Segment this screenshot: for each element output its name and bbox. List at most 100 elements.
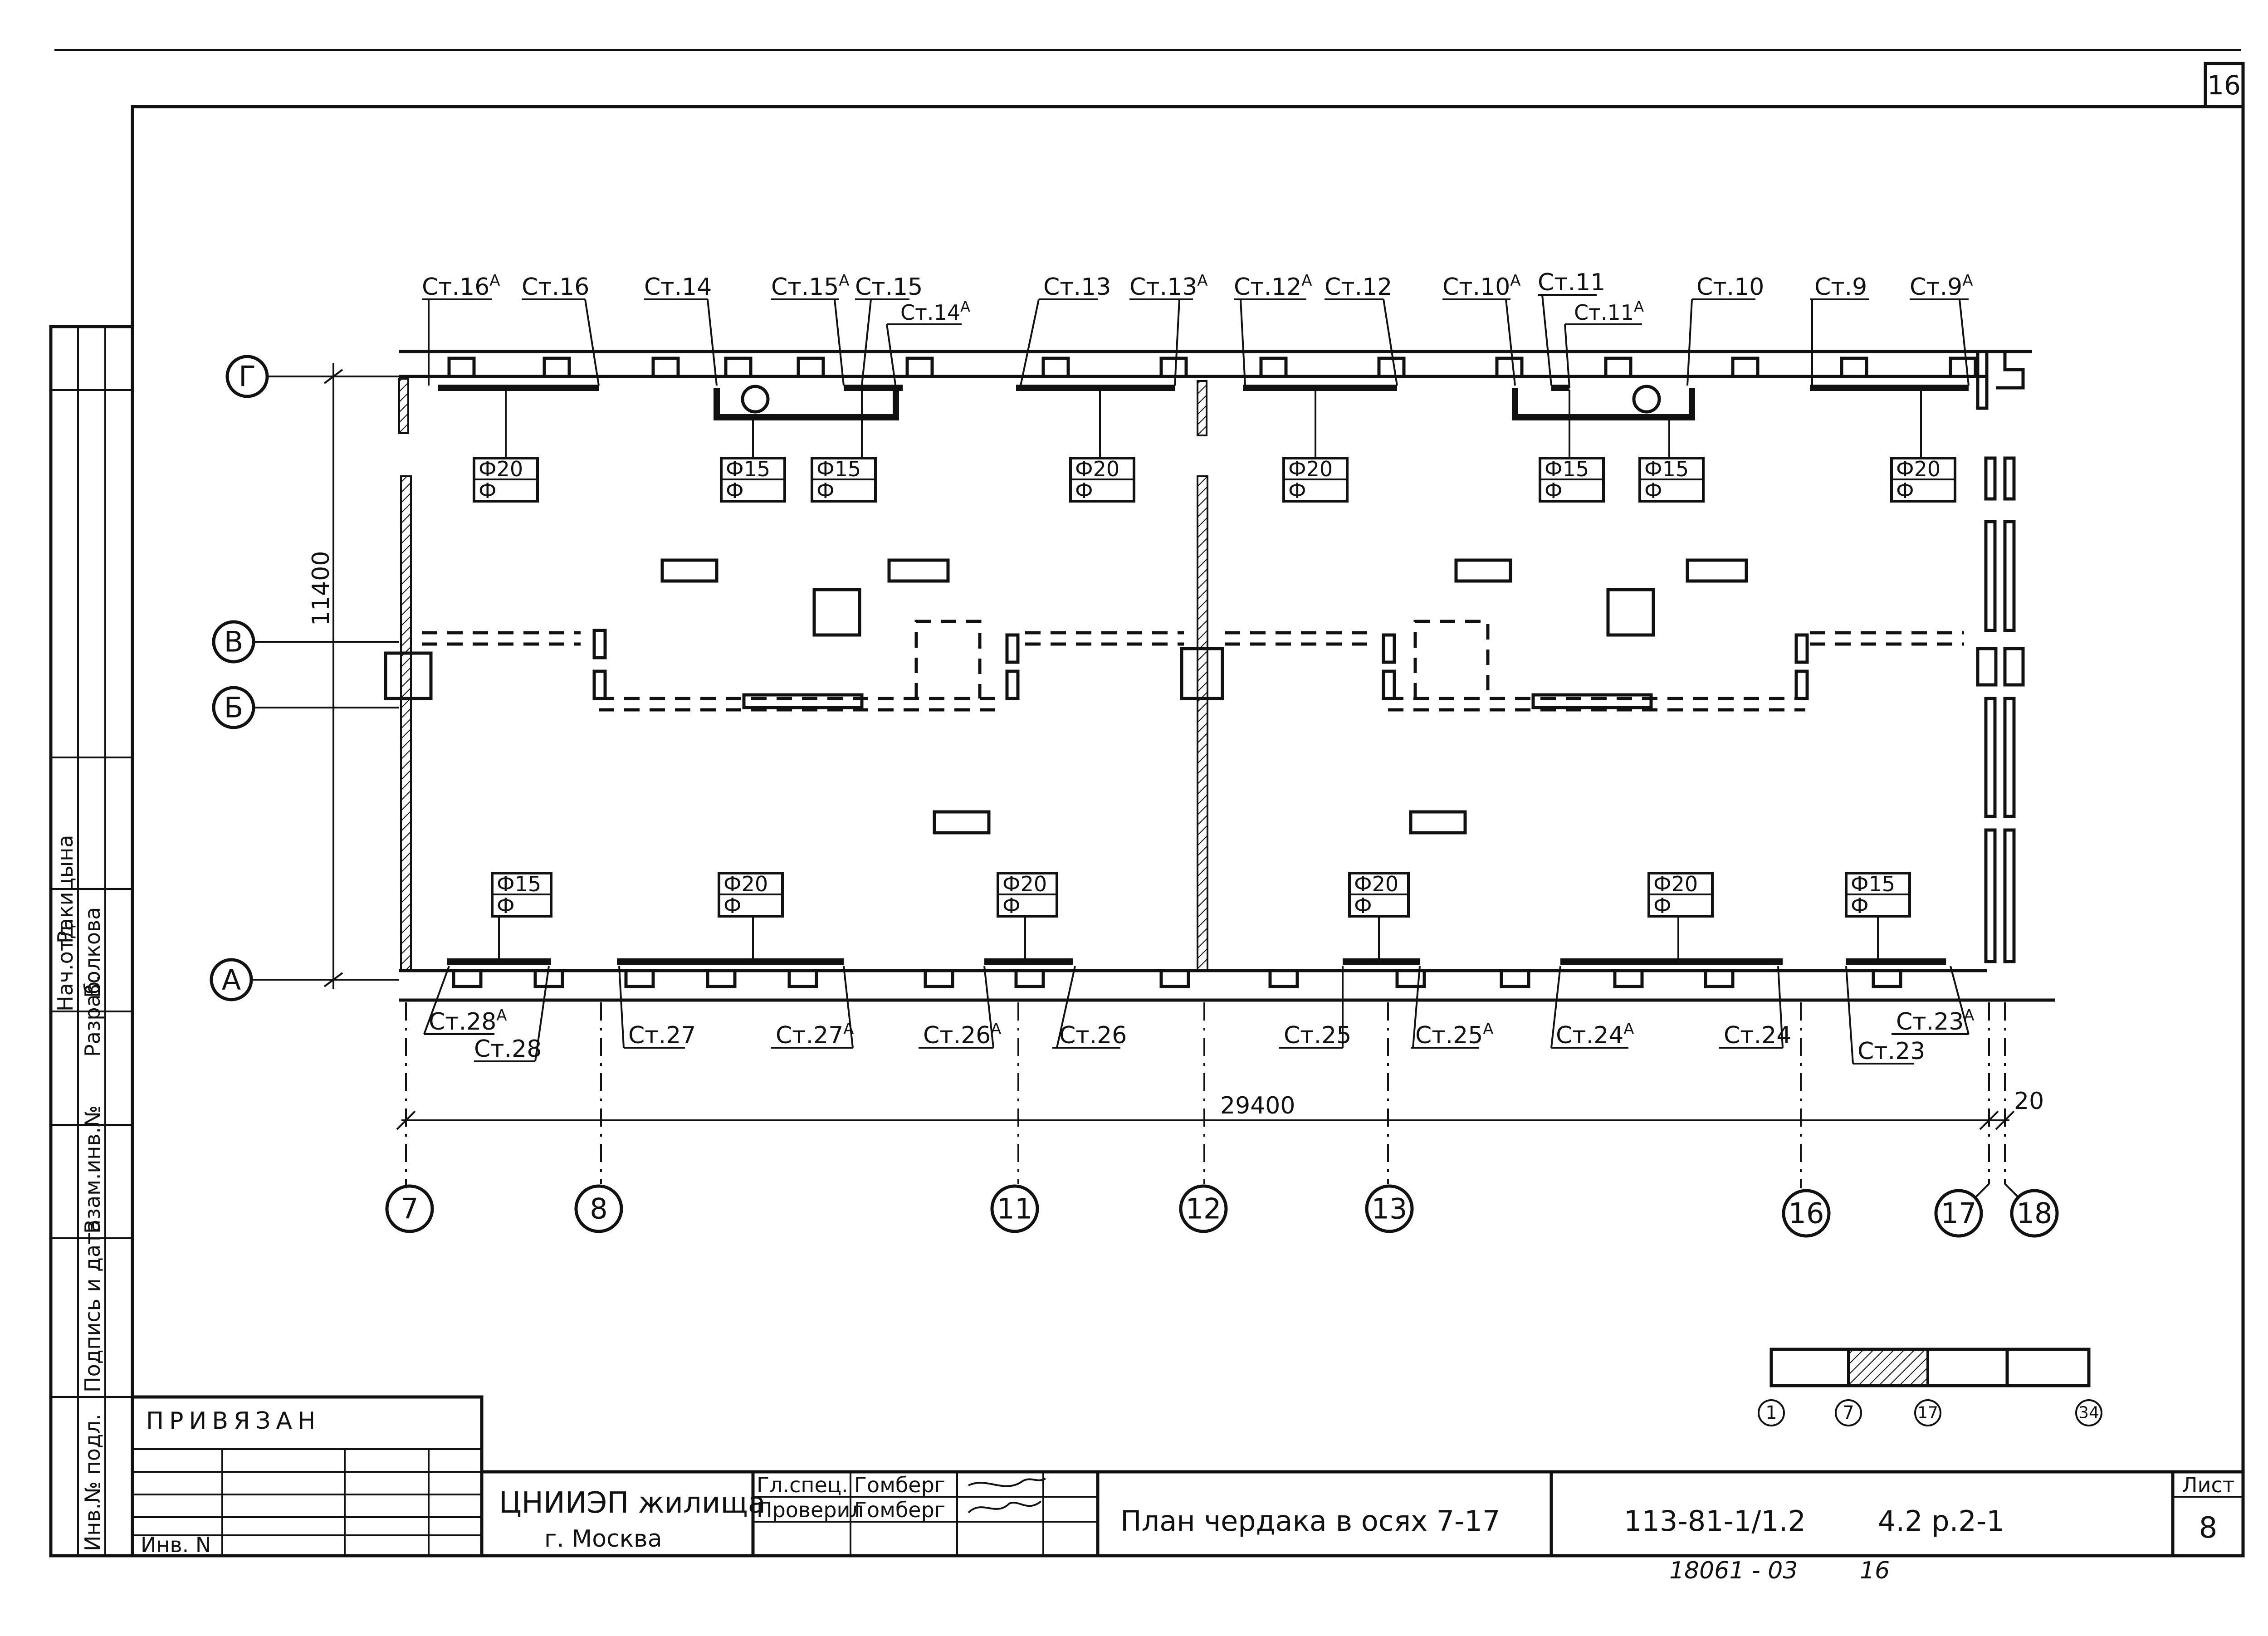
label-st-9a: Ст.9А <box>1910 272 1973 301</box>
stamp-name-1: Ракицына <box>53 835 78 943</box>
tag-top-1: Ф20 <box>479 457 523 481</box>
bottom-wall-labels: Ст.28А Ст.28 Ст.27 Ст.27А Ст.26А Ст.26 С… <box>423 966 1975 1065</box>
col-axis-11: 11 <box>997 1192 1033 1226</box>
tag-top-6: Ф15 <box>1545 457 1589 481</box>
stamp-inv-podl: Инв.№ подл. <box>80 1414 105 1551</box>
side-stamp <box>49 325 134 1558</box>
label-st-14a: Ст.14А <box>900 298 970 325</box>
label-st-12: Ст.12 <box>1325 273 1392 301</box>
elevation-dimension: 11400 <box>308 551 335 626</box>
label-st-23: Ст.23 <box>1857 1038 1925 1065</box>
title-block <box>131 1395 2243 1558</box>
top-pipe-runs <box>438 385 1969 458</box>
label-st-11a: Ст.11А <box>1574 298 1644 325</box>
tag-bottom-6: Ф15 <box>1851 872 1895 896</box>
wall-axis-7 <box>400 475 412 972</box>
svg-text:Ф: Ф <box>1075 479 1093 503</box>
row-axis-a: А <box>222 963 241 996</box>
row-axes: Г В Б А <box>210 355 399 1001</box>
svg-text:Ф: Ф <box>723 894 742 918</box>
tag-bottom-4: Ф20 <box>1354 872 1398 896</box>
top-wall-labels: Ст.16А Ст.16 Ст.14 Ст.15А Ст.15 Ст.14А С… <box>422 269 1973 388</box>
label-st-16a: Ст.16А <box>422 272 500 301</box>
small-dimension: 20 <box>2014 1088 2044 1115</box>
end-walls <box>1976 456 2025 963</box>
tag-top-8: Ф20 <box>1896 457 1941 481</box>
col-axis-16: 16 <box>1789 1197 1824 1230</box>
label-st-15: Ст.15 <box>855 273 923 301</box>
label-st-15a: Ст.15А <box>771 272 850 301</box>
tag-top-3: Ф15 <box>816 457 861 481</box>
column-axes: 7 8 11 12 13 16 17 18 <box>385 1002 2059 1238</box>
name-gl-spec: Гомберг <box>854 1473 945 1497</box>
label-st-24a: Ст.24А <box>1556 1020 1634 1049</box>
top-parapet <box>399 350 2032 410</box>
stamp-podpis-data: Подпись и дата <box>80 1220 105 1392</box>
label-st-13: Ст.13 <box>1043 273 1111 301</box>
top-pipe-tags: Ф20 Ф Ф15 Ф Ф15 Ф Ф20 Ф Ф20 Ф Ф15 Ф Ф15 … <box>473 457 1956 503</box>
svg-text:Ф: Ф <box>479 479 497 503</box>
svg-text:Ф: Ф <box>1354 894 1372 918</box>
row-axis-v: В <box>224 625 244 659</box>
corridor-partitions <box>384 620 1964 712</box>
svg-text:Ф: Ф <box>1288 479 1306 503</box>
privyazan-label: ПРИВЯЗАН <box>146 1407 321 1435</box>
tag-top-5: Ф20 <box>1288 457 1333 481</box>
span-dimension: 29400 <box>1220 1092 1295 1119</box>
stamp-vzam-inv: Взам.инв.№ <box>80 1105 105 1234</box>
key-plan-axis-1: 1 <box>1765 1402 1777 1423</box>
label-st-28a: Ст.28А <box>429 1006 507 1035</box>
col-axis-17: 17 <box>1941 1197 1977 1230</box>
stamp-name-2: Волкова <box>80 907 105 998</box>
col-axis-18: 18 <box>2017 1197 2053 1230</box>
svg-text:Ф: Ф <box>497 894 515 918</box>
drawing-title: План чердака в осях 7-17 <box>1120 1504 1500 1538</box>
organization-city: г. Москва <box>544 1525 662 1553</box>
tag-top-7: Ф15 <box>1644 457 1689 481</box>
svg-text:Ф: Ф <box>726 479 744 503</box>
row-axis-b: Б <box>224 691 244 724</box>
footer-code: 18061 - 03 <box>1669 1557 1798 1584</box>
label-st-27a: Ст.27А <box>776 1020 854 1049</box>
label-st-27: Ст.27 <box>628 1022 696 1049</box>
col-axis-13: 13 <box>1372 1192 1408 1226</box>
svg-text:Ф: Ф <box>1002 894 1021 918</box>
document-code: 113-81-1/1.2 <box>1624 1504 1806 1538</box>
label-st-26a: Ст.26А <box>923 1020 1002 1049</box>
svg-text:Ф: Ф <box>1851 894 1869 918</box>
tag-top-2: Ф15 <box>726 457 770 481</box>
role-gl-spec: Гл.спец. <box>757 1473 848 1497</box>
svg-text:Ф: Ф <box>1644 479 1662 503</box>
organization: ЦНИИЭП жилища <box>499 1486 766 1520</box>
label-st-10a: Ст.10А <box>1442 272 1521 301</box>
label-st-14: Ст.14 <box>644 273 712 301</box>
wall-axis-12 <box>1197 475 1208 972</box>
document-part: 4.2 р.2-1 <box>1878 1504 2004 1538</box>
label-st-24: Ст.24 <box>1724 1022 1791 1049</box>
label-st-12a: Ст.12А <box>1234 272 1312 301</box>
key-plan-axis-17: 17 <box>1917 1404 1938 1422</box>
label-st-26: Ст.26 <box>1059 1022 1127 1049</box>
bottom-pipe-runs <box>447 916 1946 965</box>
name-proveril: Гомберг <box>854 1498 945 1522</box>
key-plan: 1 7 17 34 <box>1758 1348 2102 1426</box>
label-st-25a: Ст.25А <box>1415 1020 1494 1049</box>
label-st-16: Ст.16 <box>522 273 589 301</box>
label-st-13a: Ст.13А <box>1129 272 1208 301</box>
svg-text:Ф: Ф <box>816 479 835 503</box>
svg-text:Ф: Ф <box>1545 479 1563 503</box>
svg-text:Ф: Ф <box>1896 479 1914 503</box>
tag-bottom-3: Ф20 <box>1002 872 1047 896</box>
stamp-nach-otd: Нач.отд. <box>53 918 78 1011</box>
tag-bottom-2: Ф20 <box>723 872 768 896</box>
inv-n-label: Инв. N <box>141 1533 211 1557</box>
row-axis-g: Г <box>239 360 256 393</box>
attic-openings <box>660 385 1748 835</box>
label-st-11: Ст.11 <box>1538 269 1605 296</box>
col-axis-8: 8 <box>590 1192 607 1226</box>
bottom-pipe-tags: Ф15 Ф Ф20 Ф Ф20 Ф Ф20 Ф Ф20 Ф Ф15 Ф <box>491 872 1911 918</box>
col-axis-7: 7 <box>401 1192 418 1226</box>
svg-text:Ф: Ф <box>1653 894 1672 918</box>
sheet-label: Лист <box>2182 1473 2235 1497</box>
